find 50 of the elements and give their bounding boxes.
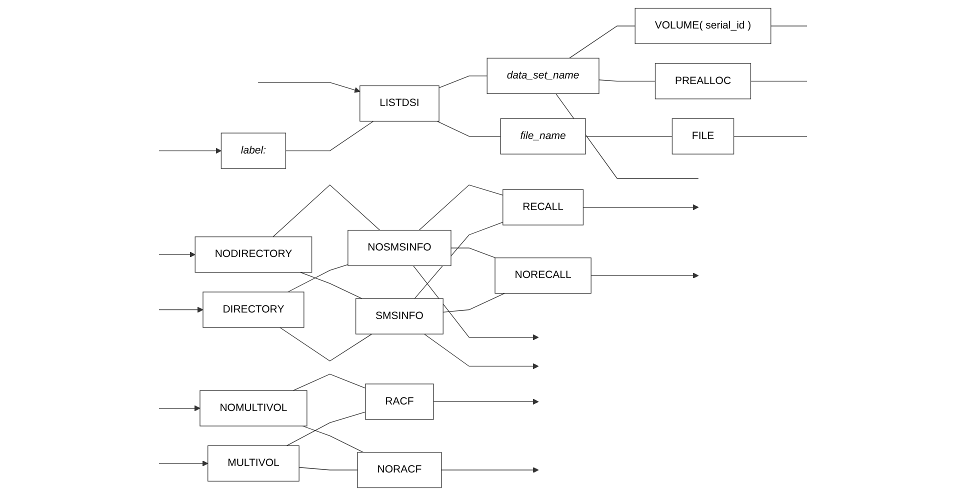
- node-box: LISTDSI: [360, 85, 440, 122]
- connector: [285, 120, 374, 152]
- arrow: [582, 204, 699, 210]
- arrow: [158, 252, 196, 258]
- connector: [585, 136, 673, 137]
- node-box: DIRECTORY: [202, 292, 304, 328]
- node-box: NORECALL: [494, 258, 592, 294]
- node-box: RACF: [365, 384, 434, 420]
- connector: [733, 136, 808, 137]
- arrow: [158, 148, 222, 154]
- connector: [436, 120, 501, 137]
- connector: [292, 374, 366, 391]
- node-box: file_name: [500, 118, 586, 154]
- arrow: [158, 460, 208, 466]
- node-box: SMSINFO: [356, 298, 444, 334]
- arrow: [158, 306, 204, 313]
- arrow: [441, 467, 539, 473]
- connector: [272, 184, 380, 238]
- node-box: NORACF: [357, 452, 442, 488]
- arrow: [590, 272, 699, 278]
- node-box: VOLUME( serial_id ): [634, 8, 772, 44]
- arrow: [412, 265, 539, 340]
- node-box: NOMULTIVOL: [200, 390, 308, 426]
- arrow: [258, 82, 360, 93]
- node-box: MULTIVOL: [208, 445, 300, 482]
- node-box: RECALL: [502, 189, 584, 226]
- connector: [569, 26, 636, 58]
- node-box: NODIRECTORY: [194, 236, 312, 273]
- arrow: [424, 334, 539, 370]
- node-box: PREALLOC: [654, 63, 752, 100]
- node-box: data_set_name: [486, 58, 600, 94]
- connector: [288, 264, 348, 292]
- connector: [556, 93, 699, 179]
- arrow: [158, 405, 200, 412]
- connector: [298, 467, 358, 470]
- arrow: [433, 398, 539, 405]
- connector: [302, 426, 364, 453]
- node-box: label:: [220, 132, 286, 169]
- connector: [750, 80, 808, 82]
- connector: [450, 248, 496, 258]
- connector: [442, 293, 505, 313]
- node-box: FILE: [672, 118, 734, 154]
- connector: [300, 272, 362, 299]
- connector: [438, 76, 488, 88]
- connector: [414, 222, 504, 299]
- connector: [280, 327, 372, 362]
- connector: [598, 80, 656, 82]
- node-box: NOSMSINFO: [348, 230, 452, 266]
- connector: [418, 184, 504, 231]
- connector: [286, 412, 366, 446]
